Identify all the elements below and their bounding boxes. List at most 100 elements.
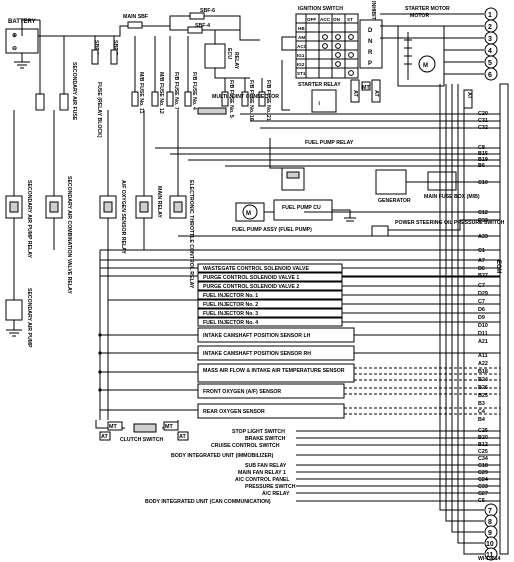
- secondary-air-comb-relay: SECONDARY AIR COMBINATION VALVE RELAY: [45, 176, 72, 294]
- ign-row-am: AM: [298, 35, 305, 40]
- fuel-pump-assy-label: FUEL PUMP ASSY (FUEL PUMP): [232, 227, 312, 233]
- pin-a7: A7: [478, 258, 485, 264]
- sig-stop-light: STOP LIGHT SWITCH: [232, 429, 285, 435]
- comp-wastegate: WASTEGATE CONTROL SOLENOID VALVE: [203, 266, 310, 272]
- fuse-5-label: F/B FUSE No. 5: [228, 80, 234, 118]
- pin-b18: B18: [478, 369, 488, 375]
- pin-d10: D10: [478, 323, 488, 329]
- main-sbf-label: MAIN SBF: [123, 14, 148, 20]
- bottom-signals: STOP LIGHT SWITCH BRAKE SWITCH CRUISE CO…: [145, 429, 296, 505]
- connector-stack-right: 1 2 3 4 5 6: [380, 7, 498, 81]
- ign-switch-label: IGNITION SWITCH: [298, 6, 343, 12]
- fuel-pump-assy: M FUEL PUMP ASSY (FUEL PUMP): [232, 202, 312, 233]
- sig-sub-fan: SUB FAN RELAY: [245, 463, 287, 469]
- comp-inj-4: FUEL INJECTOR No. 4: [203, 320, 258, 326]
- multi-joint-label: MULTI JOINT CONNECTOR: [212, 94, 279, 100]
- sbf6-label: SBF-6: [200, 8, 215, 14]
- ecm-label: ECM: [495, 260, 501, 273]
- connector-6: 6: [488, 72, 492, 79]
- fuel-pump-cu-label: FUEL PUMP CU: [282, 205, 321, 211]
- inhib-r: R: [368, 50, 373, 56]
- sig-can: BODY INTEGRATED UNIT (CAN COMMUNICATION): [145, 499, 271, 505]
- figure-id: WI-19814: [478, 556, 501, 562]
- connector-2: 2: [488, 24, 492, 31]
- connector-5: 5: [488, 60, 492, 67]
- inhib-p: P: [368, 61, 372, 67]
- fuse-6-label: F/B FUSE No. 16: [248, 80, 254, 121]
- mt-right: MT: [165, 424, 173, 430]
- connector-9: 9: [488, 530, 492, 537]
- ign-row-st1: ST1: [297, 71, 306, 76]
- secondary-air-pump-relay: SECONDARY AIR PUMP RELAY: [5, 180, 32, 258]
- at-label-3: AT: [466, 92, 472, 99]
- ps-switch-label: POWER STEERING OIL PRESSURE SWITCH: [395, 220, 505, 226]
- pin-b4: B4: [478, 417, 485, 423]
- connector-stack-bottom: 7 8 9 10 11: [439, 84, 498, 561]
- sbf5-side: SBF-5: [112, 40, 118, 55]
- pin-b25: B25: [478, 393, 488, 399]
- pin-c4: C4: [478, 409, 485, 415]
- ignition-switch: IGNITION SWITCH OFF ACC ON ST HB AM ACC …: [295, 6, 359, 79]
- inhib-n: N: [368, 39, 372, 45]
- fuse-row: SBF-6 SBF-5 FUSE (RELAY BLOCK): [91, 36, 118, 138]
- connector-11: 11: [486, 552, 494, 559]
- ign-col-st: ST: [347, 17, 353, 22]
- svg-text:⌇: ⌇: [318, 100, 321, 107]
- fuse-2-label: M/B FUSE No. 12: [158, 72, 164, 114]
- comp-cam-lh: INTAKE CAMSHAFT POSITION SENSOR LH: [203, 333, 311, 339]
- generator-label: GENERATOR: [378, 198, 411, 204]
- pin-b33: B33: [478, 218, 488, 224]
- pin-b26: B26: [478, 385, 488, 391]
- af-relay-label: A/F OXYGEN SENSOR RELAY: [120, 180, 126, 254]
- ign-col-on: ON: [333, 17, 341, 22]
- inhibitor-switch: INHIBITOR SWITCH D N R P: [359, 1, 383, 69]
- sig-immobilizer: BODY INTEGRATED UNIT (IMMOBILIZER): [171, 453, 274, 459]
- pin-c33: C33: [478, 484, 488, 490]
- pin-c25b: C25: [478, 449, 488, 455]
- fuse-1-label: M/B FUSE No. 11: [138, 72, 144, 114]
- sig-ac-panel: A/C CONTROL PANEL: [235, 477, 290, 483]
- pin-d9: D9: [478, 315, 485, 321]
- pin-a33: A33: [478, 234, 488, 240]
- comp-purge-1: PURGE CONTROL SOLENOID VALVE 1: [203, 275, 299, 281]
- at-label-1: AT: [352, 90, 358, 97]
- starter-m: M: [423, 63, 428, 69]
- pin-a21: A21: [478, 339, 488, 345]
- pin-c18: C18: [478, 463, 488, 469]
- battery-plus: ⊕: [12, 33, 17, 39]
- component-list: WASTEGATE CONTROL SOLENOID VALVE PURGE C…: [197, 263, 355, 419]
- fuel-pump-m: M: [246, 211, 251, 217]
- pin-b6b: B6: [478, 266, 485, 272]
- pin-a22: A22: [478, 361, 488, 367]
- pin-c10: C10: [478, 180, 488, 186]
- comp-inj-1: FUEL INJECTOR No. 1: [203, 293, 258, 299]
- at-left: AT: [101, 434, 108, 440]
- sacv-relay-label: SECONDARY AIR COMBINATION VALVE RELAY: [66, 176, 72, 294]
- fuse-4-label: F/B FUSE No. 4: [191, 72, 197, 110]
- ign-row-hb: HB: [298, 26, 305, 31]
- mt-left: MT: [109, 424, 117, 430]
- generator: GENERATOR: [375, 169, 411, 204]
- at-right: AT: [179, 434, 186, 440]
- connector-10: 10: [486, 541, 494, 548]
- fuse-group: M/B FUSE No. 11 M/B FUSE No. 12 F/B FUSE…: [131, 36, 271, 121]
- sap-relay-label: SECONDARY AIR PUMP RELAY: [26, 180, 32, 258]
- ign-col-off: OFF: [307, 17, 316, 22]
- clutch-switch: MT MT CLUTCH SWITCH AT AT: [95, 420, 189, 443]
- etc-relay: ELECTRONIC THROTTLE CONTROL RELAY: [169, 180, 194, 289]
- comp-front-o2: FRONT OXYGEN (A/F) SENSOR: [203, 389, 281, 395]
- inhib-d: D: [368, 28, 373, 34]
- ecm-block: [499, 83, 509, 555]
- pin-d11: D11: [478, 331, 488, 337]
- sbf6-side: SBF-6: [93, 40, 99, 55]
- secondary-air-pump: SECONDARY AIR PUMP: [5, 288, 32, 348]
- connector-3: 3: [488, 36, 492, 43]
- comp-cam-rh: INTAKE CAMSHAFT POSITION SENSOR RH: [203, 351, 311, 357]
- clutch-switch-label: CLUTCH SWITCH: [120, 437, 163, 443]
- sig-pressure: PRESSURE SWITCH: [245, 484, 296, 490]
- pin-c7b: C7: [478, 299, 485, 305]
- fuse-3-label: F/B FUSE No. 7: [173, 72, 179, 110]
- at-label-2: AT: [373, 90, 379, 97]
- pin-b24: B24: [478, 377, 488, 383]
